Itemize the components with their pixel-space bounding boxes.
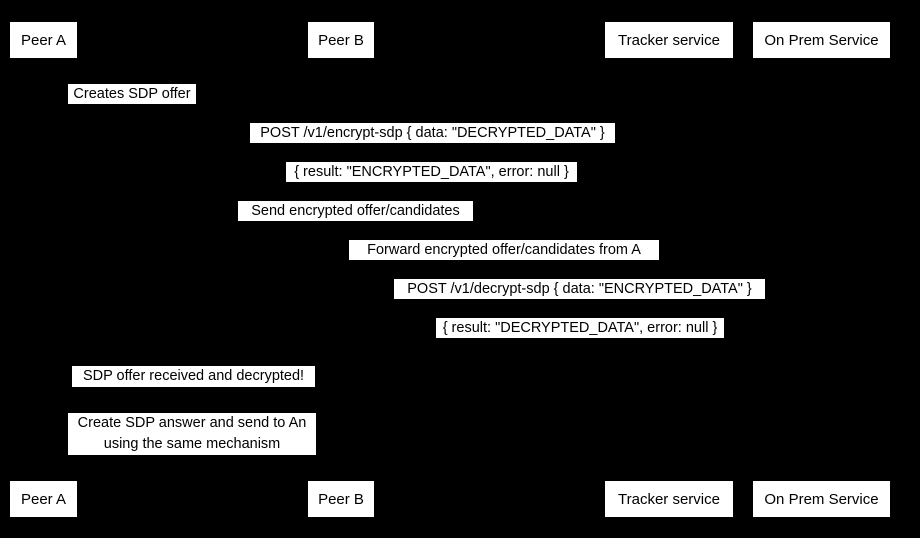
message-label-post-decrypt-sdp: POST /v1/decrypt-sdp { data: "ENCRYPTED_… [394,279,765,299]
participant-footer-peer-a[interactable]: Peer A [10,481,77,517]
participant-header-peer-a[interactable]: Peer A [10,22,77,58]
lifeline-on-prem-service [821,58,822,480]
message-line-send-encrypted-offer [43,223,668,224]
lifeline-tracker-service [668,58,669,480]
message-text-line-2: using the same mechanism [103,436,281,452]
participant-label: On Prem Service [764,490,879,508]
message-text: POST /v1/encrypt-sdp { data: "DECRYPTED_… [260,125,605,141]
participant-header-on-prem-service[interactable]: On Prem Service [753,22,890,58]
message-arrowhead-send-encrypted-offer [661,219,668,227]
participant-label: Peer B [318,31,364,49]
participant-label: On Prem Service [764,31,879,49]
participant-footer-on-prem-service[interactable]: On Prem Service [753,481,890,517]
message-label-forward-encrypted-offer: Forward encrypted offer/candidates from … [349,240,659,260]
participant-label: Peer A [20,31,67,49]
message-line-forward-encrypted-offer [340,262,668,263]
participant-footer-peer-b[interactable]: Peer B [308,481,374,517]
message-text: SDP offer received and decrypted! [82,368,305,384]
message-arrowhead-decrypt-sdp-response [340,336,347,344]
message-arrowhead-post-decrypt-sdp [814,297,821,305]
message-label-post-encrypt-sdp: POST /v1/encrypt-sdp { data: "DECRYPTED_… [250,123,615,143]
message-text: { result: "DECRYPTED_DATA", error: null … [442,320,718,336]
participant-header-peer-b[interactable]: Peer B [308,22,374,58]
message-label-creates-sdp-offer: Creates SDP offer [68,84,196,104]
message-text: Send encrypted offer/candidates [251,203,460,219]
message-label-sdp-offer-received: SDP offer received and decrypted! [72,366,315,387]
message-text-line-1: Create SDP answer and send to An [77,415,307,431]
message-label-encrypt-sdp-response: { result: "ENCRYPTED_DATA", error: null … [286,162,577,182]
participant-label: Peer A [20,490,67,508]
message-label-send-encrypted-offer: Send encrypted offer/candidates [238,201,473,221]
participant-label: Tracker service [618,31,720,49]
lifeline-peer-b [340,58,341,480]
message-line-decrypt-sdp-response [340,340,821,341]
message-text: { result: "ENCRYPTED_DATA", error: null … [294,164,569,180]
message-label-create-sdp-answer: Create SDP answer and send to An using t… [68,413,316,455]
message-arrowhead-forward-encrypted-offer [340,258,347,266]
participant-header-tracker-service[interactable]: Tracker service [605,22,733,58]
message-arrowhead-encrypt-sdp-response [43,180,50,188]
message-text: POST /v1/decrypt-sdp { data: "ENCRYPTED_… [407,281,752,297]
message-line-encrypt-sdp-response [43,184,821,185]
message-line-post-decrypt-sdp [340,301,821,302]
message-arrowhead-post-encrypt-sdp [814,141,821,149]
message-label-decrypt-sdp-response: { result: "DECRYPTED_DATA", error: null … [436,318,724,338]
participant-label: Peer B [318,490,364,508]
participant-footer-tracker-service[interactable]: Tracker service [605,481,733,517]
message-line-post-encrypt-sdp [43,145,821,146]
lifeline-peer-a [43,58,44,480]
message-text: Forward encrypted offer/candidates from … [367,242,641,258]
message-text: Creates SDP offer [73,86,191,102]
participant-label: Tracker service [618,490,720,508]
